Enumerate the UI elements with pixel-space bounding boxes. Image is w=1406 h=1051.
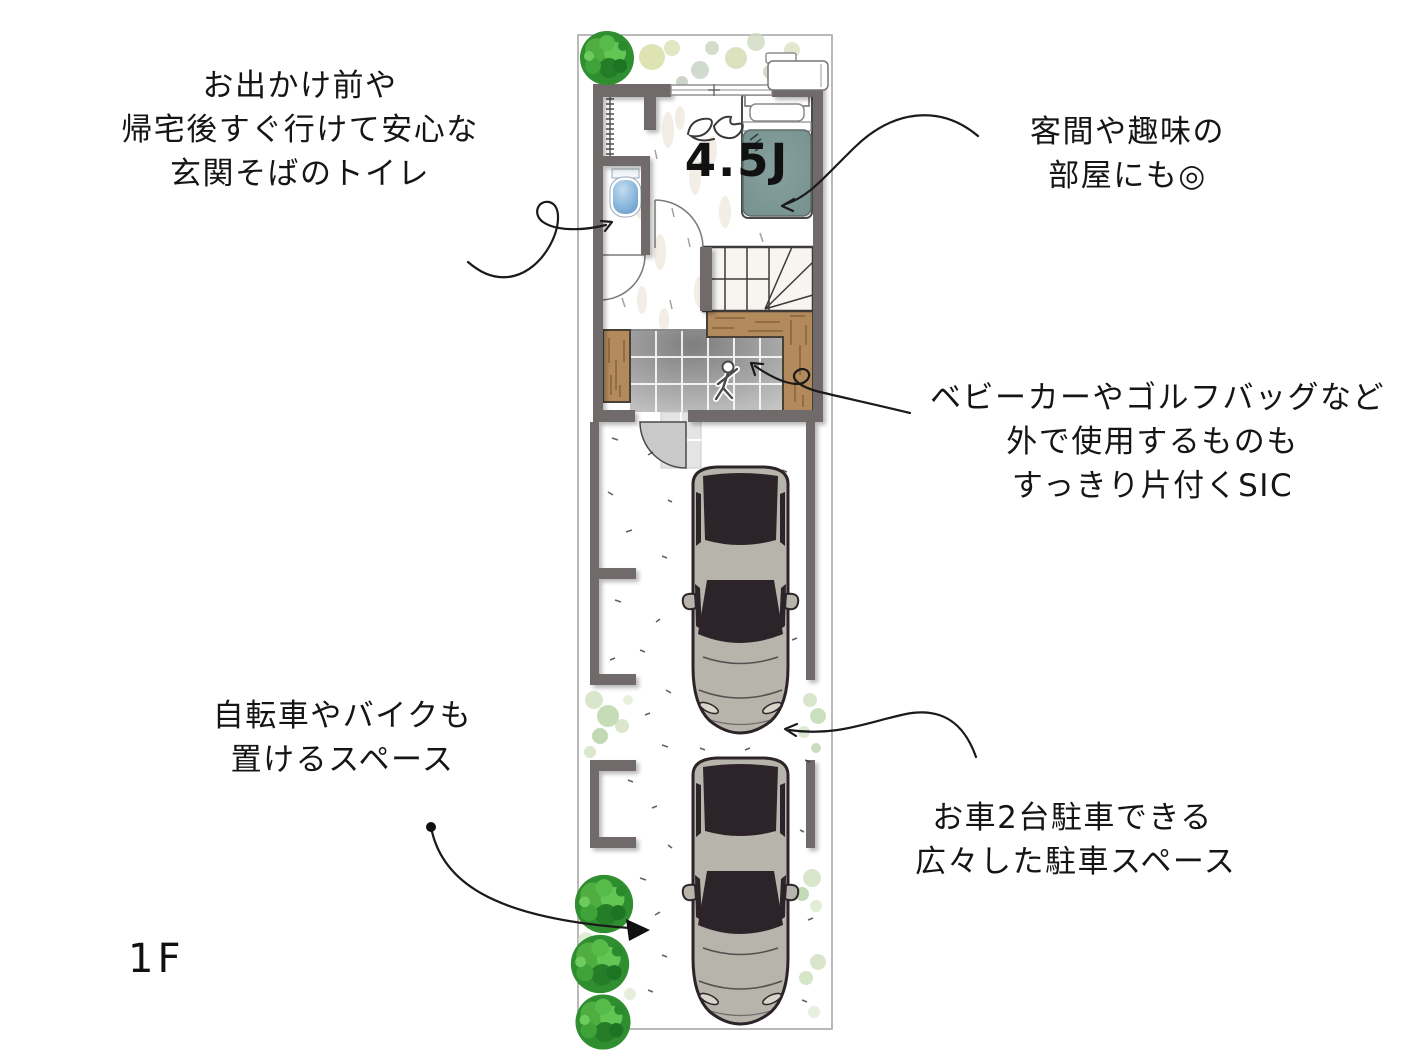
bicycle-arrow — [429, 825, 632, 930]
bed-arrow — [784, 114, 980, 206]
tree-icon — [570, 934, 630, 994]
room-size-label: 4.5J — [684, 134, 790, 187]
note-line: 部屋にも◎ — [1048, 158, 1207, 195]
note-line: お出かけ前や — [202, 68, 398, 104]
note-toilet-by-entrance: お出かけ前や 帰宅後すぐ行けて安心な 玄関そばのトイレ — [105, 64, 495, 196]
tree-icon — [580, 31, 634, 85]
window-icon — [670, 84, 773, 96]
ceiling-light-icon — [687, 115, 744, 142]
sic-wood-floor — [602, 310, 814, 413]
note-line: 置けるスペース — [230, 742, 455, 779]
person-icon — [713, 360, 740, 402]
note-line: お車2台駐車できる — [932, 800, 1213, 836]
toilet-icon — [609, 168, 642, 218]
note-line: 自転車やバイクも — [212, 698, 473, 734]
car-icon — [681, 756, 800, 1026]
floor-texture — [635, 106, 731, 332]
note-bicycle-space: 自転車やバイクも 置けるスペース — [200, 694, 485, 782]
note-line: 広々した駐車スペース — [915, 844, 1237, 881]
note-line: すっきり片付くSIC — [1011, 468, 1294, 505]
note-line: 玄関そばのトイレ — [170, 156, 430, 193]
stairs-icon — [701, 245, 815, 313]
floor-level-label: 1F — [128, 936, 185, 982]
parking-arrow — [787, 711, 978, 759]
door-swing-icon — [599, 199, 704, 301]
walls — [590, 84, 823, 848]
toilet-arrow — [466, 200, 608, 279]
entrance-door-icon — [639, 421, 687, 469]
note-line: 帰宅後すぐ行けて安心な — [121, 112, 479, 149]
note-shoes-in-closet: ベビーカーやゴルフバッグなど 外で使用するものも すっきり片付くSIC — [930, 376, 1385, 508]
ac-unit-icon — [765, 52, 829, 91]
note-line: 客間や趣味の — [1030, 114, 1225, 150]
tree-icon — [575, 994, 631, 1050]
note-parking-space: お車2台駐車できる 広々した駐車スペース — [915, 796, 1237, 884]
note-line: ベビーカーやゴルフバッグなど — [930, 380, 1385, 416]
shrub-icon — [578, 691, 826, 1018]
sic-arrow — [753, 364, 912, 415]
tree-icon — [574, 874, 634, 934]
note-guest-hobby-room: 客間や趣味の 部屋にも◎ — [980, 110, 1275, 198]
gravel-speckles — [607, 437, 814, 1003]
note-line: 外で使用するものも — [1006, 424, 1299, 461]
closet-hanger-icon — [606, 96, 614, 156]
annotation-arrows — [426, 114, 980, 941]
car-icon — [681, 465, 800, 735]
